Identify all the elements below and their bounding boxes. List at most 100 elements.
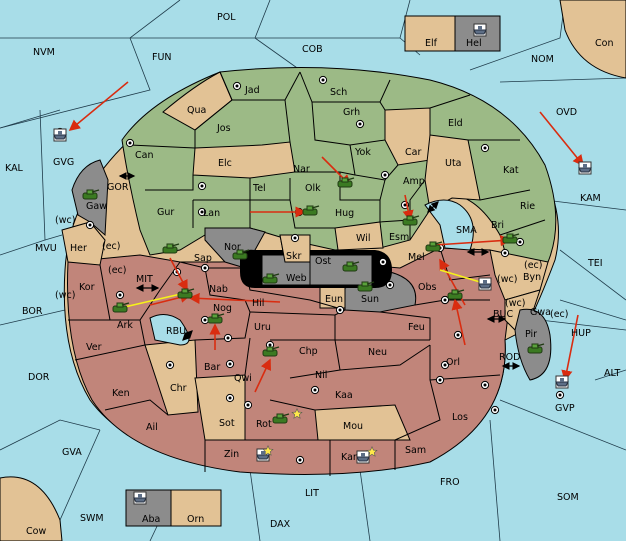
label-bri[interactable]: Bri (491, 220, 504, 231)
label-orl[interactable]: Orl (446, 357, 460, 368)
label-neu[interactable]: Neu (368, 347, 387, 358)
sea-label-hup[interactable]: HUP (571, 328, 591, 339)
label-skr[interactable]: Skr (286, 251, 302, 262)
label-orn[interactable]: Orn (187, 514, 204, 525)
label-nil[interactable]: Nil (315, 370, 327, 381)
army-unit-icon[interactable] (425, 241, 443, 252)
army-unit-icon[interactable] (262, 273, 280, 284)
sea-label-gor[interactable]: GOR (107, 182, 129, 193)
fleet-unit-icon[interactable] (478, 277, 492, 291)
sea-label-gva[interactable]: GVA (62, 447, 82, 458)
label-chp[interactable]: Chp (299, 346, 318, 357)
army-unit-icon[interactable] (262, 346, 280, 357)
army-unit-icon[interactable] (232, 249, 250, 260)
fleet-unit-icon[interactable] (555, 375, 569, 389)
army-unit-icon[interactable] (357, 281, 375, 292)
label-eun[interactable]: Eun (325, 294, 343, 305)
sea-label-buc[interactable]: BUC (493, 309, 513, 320)
sea-label-lit[interactable]: LIT (305, 488, 319, 499)
sea-label-tei[interactable]: TEI (587, 258, 603, 269)
label-esm[interactable]: Esm (389, 232, 409, 243)
label-can[interactable]: Can (135, 150, 153, 161)
army-unit-icon[interactable] (342, 261, 360, 272)
label-mou[interactable]: Mou (343, 421, 363, 432)
label-nab[interactable]: Nab (209, 284, 228, 295)
army-unit-icon[interactable] (162, 243, 180, 254)
army-unit-icon[interactable] (207, 313, 225, 324)
label-zin[interactable]: Zin (224, 449, 239, 460)
sea-label-ovd[interactable]: OVD (556, 107, 577, 118)
sea-label-rbu[interactable]: RBU (166, 326, 186, 337)
army-unit-icon[interactable] (527, 343, 545, 354)
label-sap[interactable]: Sap (194, 253, 212, 264)
label-gur[interactable]: Gur (157, 207, 174, 218)
label-tel[interactable]: Tel (252, 183, 266, 194)
army-unit-icon[interactable] (177, 288, 195, 299)
label-jad[interactable]: Jad (244, 85, 260, 96)
sea-label-alt[interactable]: ALT (604, 368, 620, 379)
sea-label-swm[interactable]: SWM (80, 513, 104, 524)
army-unit-icon[interactable] (112, 302, 130, 313)
label-los[interactable]: Los (452, 412, 468, 423)
province-orn-box[interactable] (170, 489, 222, 527)
label-ver[interactable]: Ver (86, 342, 102, 353)
label-ark[interactable]: Ark (117, 320, 133, 331)
label-car[interactable]: Car (405, 147, 421, 158)
label-bar[interactable]: Bar (204, 362, 220, 373)
sea-label-kam[interactable]: KAM (580, 193, 601, 204)
label-gwa[interactable]: Gwa (530, 307, 551, 318)
label-eld[interactable]: Eld (448, 118, 463, 129)
label-grh[interactable]: Grh (343, 107, 360, 118)
label-amp[interactable]: Amp (403, 176, 425, 187)
label-yok[interactable]: Yok (354, 147, 371, 158)
label-olk[interactable]: Olk (305, 183, 321, 194)
province-car[interactable] (384, 107, 431, 166)
label-sch[interactable]: Sch (330, 87, 347, 98)
fleet-unit-icon[interactable] (133, 491, 147, 505)
sea-label-dor[interactable]: DOR (28, 372, 50, 383)
province-cow[interactable] (0, 476, 63, 541)
label-byn[interactable]: Byn (523, 272, 541, 283)
sea-label-nvm[interactable]: NVM (33, 47, 55, 58)
label-elc[interactable]: Elc (218, 158, 232, 169)
label-cow[interactable]: Cow (26, 526, 46, 537)
fleet-unit-icon[interactable] (53, 128, 67, 142)
label-wil[interactable]: Wil (356, 233, 370, 244)
label-gaw[interactable]: Gaw (86, 201, 107, 212)
label-obs[interactable]: Obs (418, 282, 437, 293)
label-rot[interactable]: Rot (256, 419, 272, 430)
sea-label-pol[interactable]: POL (217, 12, 236, 23)
label-hil[interactable]: Hil (252, 298, 264, 309)
label-hug[interactable]: Hug (335, 208, 354, 219)
label-pir[interactable]: Pir (525, 329, 537, 340)
army-unit-icon[interactable] (302, 205, 320, 216)
label-sam[interactable]: Sam (405, 445, 426, 456)
sea-label-cob[interactable]: COB (302, 44, 323, 55)
sea-label-kal[interactable]: KAL (5, 163, 24, 174)
label-her[interactable]: Her (70, 243, 87, 254)
label-mel[interactable]: Mel (408, 252, 425, 263)
label-qua[interactable]: Qua (187, 105, 206, 116)
sea-label-rod[interactable]: ROD (499, 352, 520, 363)
sea-label-fun[interactable]: FUN (152, 52, 172, 63)
label-nog[interactable]: Nog (213, 303, 232, 314)
label-uta[interactable]: Uta (445, 158, 462, 169)
label-elf[interactable]: Elf (425, 38, 438, 49)
label-lan[interactable]: Lan (203, 208, 220, 219)
army-unit-icon[interactable] (502, 233, 520, 244)
label-web[interactable]: Web (286, 273, 307, 284)
sea-label-som[interactable]: SOM (557, 492, 579, 503)
army-unit-icon[interactable] (337, 177, 355, 188)
sea-label-nom[interactable]: NOM (531, 54, 554, 65)
label-qwi[interactable]: Qwi (234, 373, 252, 384)
label-ken[interactable]: Ken (112, 388, 130, 399)
label-kor[interactable]: Kor (79, 282, 95, 293)
province-elc[interactable] (192, 141, 296, 179)
label-uru[interactable]: Uru (254, 322, 271, 333)
sea-label-dax[interactable]: DAX (270, 519, 291, 530)
label-chr[interactable]: Chr (170, 383, 187, 394)
label-nar[interactable]: Nar (293, 164, 310, 175)
sea-label-mit[interactable]: MIT (136, 274, 153, 285)
fleet-unit-icon[interactable] (356, 450, 370, 464)
label-kat[interactable]: Kat (503, 165, 519, 176)
